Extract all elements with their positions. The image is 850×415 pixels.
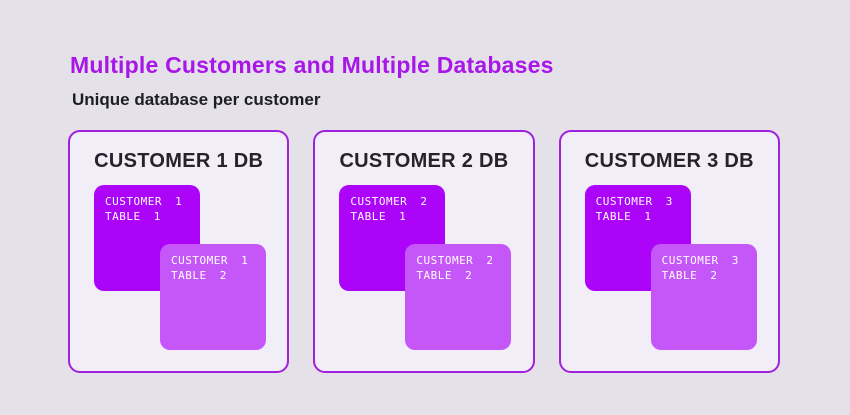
- table-label-line-2: TABLE 1: [595, 210, 652, 223]
- customer-2-db-card: CUSTOMER 2 DB CUSTOMER 2 TABLE 1 CUSTOME…: [313, 130, 535, 373]
- table-label-line-2: TABLE 1: [350, 210, 407, 223]
- table-label-line-1: CUSTOMER 3: [661, 254, 739, 267]
- customer-2-db-heading: CUSTOMER 2 DB: [339, 150, 509, 172]
- customer-1-db-card: CUSTOMER 1 DB CUSTOMER 1 TABLE 1 CUSTOME…: [68, 130, 290, 373]
- database-cards-row: CUSTOMER 1 DB CUSTOMER 1 TABLE 1 CUSTOME…: [68, 130, 780, 373]
- customer-1-table-1-node: CUSTOMER 1 TABLE 1: [94, 185, 200, 291]
- table-label-line-2: TABLE 1: [105, 210, 161, 223]
- table-label-line-1: CUSTOMER 3: [595, 195, 673, 208]
- customer-1-db-heading: CUSTOMER 1 DB: [94, 150, 264, 172]
- table-label-line-1: CUSTOMER 2: [416, 254, 494, 267]
- customer-3-db-heading: CUSTOMER 3 DB: [584, 150, 754, 172]
- customer-3-table-2-node: CUSTOMER 3 TABLE 2: [650, 244, 757, 350]
- table-label-line-2: TABLE 2: [171, 269, 227, 282]
- customer-3-db-card: CUSTOMER 3 DB CUSTOMER 3 TABLE 1 CUSTOME…: [558, 130, 780, 373]
- diagram-title: Multiple Customers and Multiple Database…: [70, 52, 554, 78]
- table-label-line-1: CUSTOMER 1: [105, 195, 183, 208]
- customer-2-table-2-node: CUSTOMER 2 TABLE 2: [405, 244, 512, 350]
- diagram-subtitle: Unique database per customer: [72, 90, 321, 109]
- table-label-line-1: CUSTOMER 2: [350, 195, 428, 208]
- table-label-line-2: TABLE 2: [416, 269, 473, 282]
- customer-1-table-2-node: CUSTOMER 1 TABLE 2: [160, 244, 266, 350]
- table-label-line-1: CUSTOMER 1: [171, 254, 249, 267]
- table-label-line-2: TABLE 2: [661, 269, 718, 282]
